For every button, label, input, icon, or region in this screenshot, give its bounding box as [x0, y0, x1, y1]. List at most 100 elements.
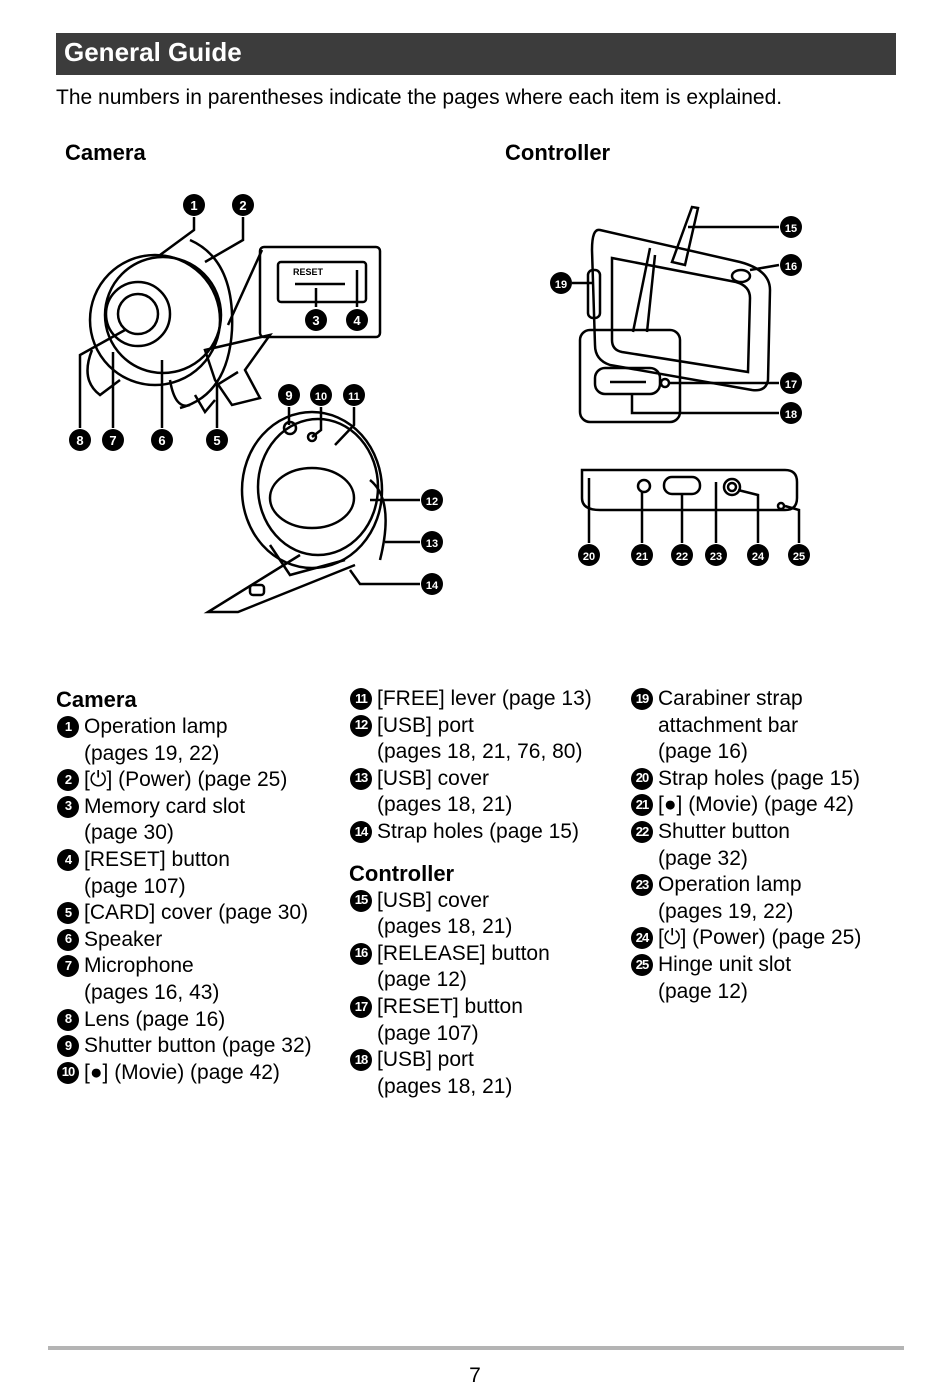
item-line: [USB] cover: [377, 766, 490, 790]
item-text: Shutter button(page 32): [658, 819, 790, 872]
svg-text:6: 6: [158, 433, 165, 448]
item-line: (page 107): [377, 1021, 479, 1045]
section-title-bar: General Guide: [56, 33, 896, 75]
item-number-marker: 4: [57, 848, 79, 871]
item-line: (page 12): [658, 979, 748, 1003]
item-number-marker: 6: [57, 928, 79, 951]
item-line: (pages 18, 21, 76, 80): [377, 740, 583, 764]
item-text: Shutter button (page 32): [84, 1033, 312, 1060]
svg-text:10: 10: [315, 391, 327, 403]
item-line: Strap holes (page 15): [658, 766, 860, 790]
item-line: [RESET] button: [377, 994, 523, 1018]
item-line: [FREE] lever (page 13): [377, 687, 592, 710]
item-text: [⏻] (Power) (page 25): [658, 925, 861, 952]
item-number-marker: 18: [350, 1049, 372, 1072]
svg-text:13: 13: [426, 538, 438, 550]
item-number-marker: 11: [350, 688, 372, 710]
item-text: Lens (page 16): [84, 1007, 225, 1034]
item-line: [⏻] (Power) (page 25): [84, 768, 288, 792]
item-number-marker: 24: [631, 927, 653, 950]
controller-list-heading: Controller: [349, 860, 455, 886]
item-number-marker: 20: [631, 767, 653, 790]
svg-text:12: 12: [426, 496, 438, 508]
item-text: [⏻] (Power) (page 25): [84, 767, 287, 794]
svg-text:3: 3: [312, 313, 319, 328]
item-number-marker: 17: [350, 995, 372, 1018]
svg-text:20: 20: [583, 551, 595, 563]
item-text: Operation lamp(pages 19, 22): [658, 872, 802, 925]
item-line: Operation lamp: [84, 715, 228, 738]
list-item: 17[RESET] button (page 107): [349, 994, 619, 1047]
camera-figure-heading: Camera: [65, 140, 146, 165]
list-item: 13[USB] cover(pages 18, 21): [349, 766, 619, 819]
intro-text: The numbers in parentheses indicate the …: [56, 86, 783, 109]
svg-text:5: 5: [213, 433, 220, 448]
svg-text:15: 15: [785, 223, 797, 235]
list-item: 11[FREE] lever (page 13): [349, 686, 619, 713]
list-item: 15[USB] cover(pages 18, 21): [349, 888, 619, 941]
inset-reset-label: RESET: [293, 267, 324, 277]
svg-text:25: 25: [793, 551, 805, 563]
item-text: Operation lamp (pages 19, 22): [84, 714, 228, 767]
item-text: Microphone(pages 16, 43): [84, 953, 219, 1006]
svg-text:7: 7: [109, 433, 116, 448]
item-line: [USB] cover: [377, 888, 490, 912]
svg-text:22: 22: [676, 551, 688, 563]
item-line: (pages 18, 21): [377, 1074, 513, 1098]
camera-illustration: RESET 1 2 3 4 8 7 6 5 9 10 11 12 13 14: [69, 194, 443, 614]
item-line: Strap holes (page 15): [377, 819, 579, 843]
item-line: Microphone: [84, 954, 194, 978]
legend-column-2: 11[FREE] lever (page 13)12[USB] port(pag…: [349, 686, 619, 1100]
item-text: Speaker: [84, 927, 162, 954]
controller-parts-list: 15[USB] cover(pages 18, 21)16[RELEASE] b…: [349, 888, 619, 1101]
svg-text:14: 14: [426, 580, 439, 592]
item-line: (page 12): [377, 968, 467, 992]
item-number-marker: 14: [350, 820, 372, 843]
item-line: (pages 19, 22): [84, 741, 220, 765]
item-number-marker: 5: [57, 902, 79, 925]
list-item: 4[RESET] button(page 107): [56, 847, 336, 900]
item-number-marker: 7: [57, 955, 79, 978]
item-line: [RESET] button: [84, 847, 230, 871]
item-number-marker: 1: [57, 716, 79, 738]
item-number-marker: 19: [631, 688, 653, 710]
item-text: [RESET] button(page 107): [84, 847, 230, 900]
footer-rule: [48, 1346, 904, 1350]
svg-text:8: 8: [76, 433, 83, 448]
item-line: (pages 16, 43): [84, 980, 220, 1004]
item-text: Strap holes (page 15): [377, 819, 579, 846]
item-line: [⏻] (Power) (page 25): [658, 926, 862, 950]
list-item: 21[●] (Movie) (page 42): [630, 792, 900, 819]
item-text: [RESET] button (page 107): [377, 994, 523, 1047]
item-line: (pages 18, 21): [377, 793, 513, 817]
svg-text:23: 23: [710, 551, 722, 563]
item-number-marker: 15: [350, 889, 372, 912]
controller-illustration: 15 16 19 17 18 20 21 22 23 24 25: [550, 205, 810, 566]
svg-text:2: 2: [239, 198, 246, 213]
list-item: 5[CARD] cover (page 30): [56, 900, 336, 927]
svg-text:16: 16: [785, 261, 797, 273]
item-number-marker: 25: [631, 953, 653, 976]
item-number-marker: 22: [631, 820, 653, 843]
item-line: Carabiner strap: [658, 687, 803, 710]
item-text: [USB] cover (pages 18, 21): [377, 766, 512, 819]
item-text: [USB] port (pages 18, 21, 76, 80): [377, 713, 582, 766]
item-line: Shutter button (page 32): [84, 1034, 312, 1058]
item-text: [FREE] lever (page 13): [377, 686, 592, 713]
item-line: [USB] port: [377, 713, 474, 737]
svg-text:24: 24: [752, 551, 765, 563]
list-item: 24[⏻] (Power) (page 25): [630, 925, 900, 952]
item-text: [USB] cover(pages 18, 21): [377, 888, 512, 941]
item-line: [CARD] cover (page 30): [84, 901, 309, 925]
item-number-marker: 9: [57, 1035, 79, 1058]
